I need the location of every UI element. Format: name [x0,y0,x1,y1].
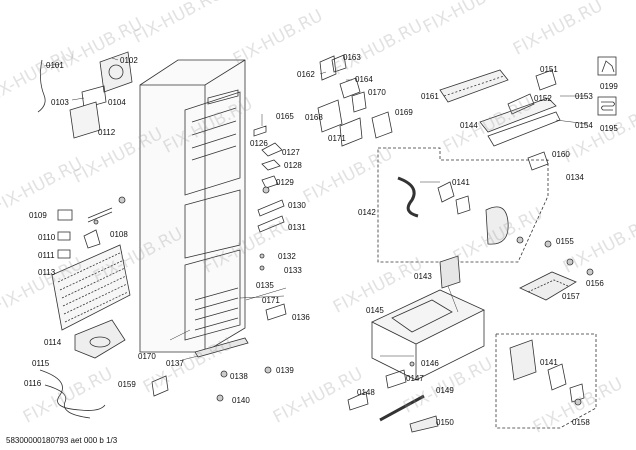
air-duct-group-frame [377,147,549,263]
part-label: 0133 [284,266,302,275]
part-label: 0156 [586,279,604,288]
part-label: 0147 [406,374,424,383]
part-label: 0115 [32,359,50,368]
plinth-strip [194,337,249,358]
part-label: 0142 [358,208,376,217]
part-label: 0160 [552,150,570,159]
part-label: 0134 [566,173,584,182]
part-label: 0141 [540,358,558,367]
part-label: 0157 [562,292,580,301]
control-panel-parts [439,69,561,171]
part-label: 0161 [421,92,439,101]
part-label: 0116 [24,379,42,388]
part-label: 0150 [436,418,454,427]
part-label: 0137 [166,359,184,368]
power-cable [37,59,46,113]
part-label: 0141 [452,178,470,187]
part-label: 0170 [138,352,156,361]
bracket-part [83,229,101,249]
part-label: 0108 [110,230,128,239]
drip-tray [74,319,126,359]
part-label: 0149 [436,386,454,395]
part-label: 0143 [414,272,432,281]
evaporator-cover-tray [371,289,485,381]
part-label: 0170 [368,88,386,97]
part-label: 0102 [120,56,138,65]
part-label: 0158 [572,418,590,427]
part-label: 0129 [276,178,294,187]
fan-motor [69,51,133,139]
part-label: 0146 [421,359,439,368]
book-icon [601,60,615,73]
part-label: 0101 [46,61,64,70]
part-label: 0135 [256,281,274,290]
part-label: 0110 [38,233,56,242]
part-label: 0126 [250,139,268,148]
door-seal-strip [379,394,425,422]
switch-part [57,231,71,241]
part-label: 0152 [534,94,552,103]
part-label: 0103 [51,98,69,107]
part-label: 0112 [98,128,116,137]
part-label: 0127 [282,148,300,157]
part-label: 0162 [297,70,315,79]
part-label: 0130 [288,201,306,210]
part-label: 0131 [288,223,306,232]
part-label: 0159 [118,380,136,389]
part-label: 0168 [305,113,323,122]
leader-lines [43,57,589,361]
door-hinge-parts [317,54,393,147]
part-label: 0109 [29,211,47,220]
label-plate [439,255,461,289]
wiring-harness [39,369,106,419]
sensor-housing [509,339,537,381]
part-label: 0148 [357,388,375,397]
air-duct [397,176,419,218]
part-label: 0111 [38,251,55,260]
lamp-part [57,249,71,259]
manual-icon-box [597,56,617,76]
part-label: 0132 [278,252,296,261]
part-label: 0199 [600,82,618,91]
thermostat-part [57,209,73,221]
part-label: 0128 [284,161,302,170]
part-label: 0154 [575,121,593,130]
part-label: 0144 [460,121,478,130]
part-label: 0171 [262,296,280,305]
crisper-shelf [519,271,577,301]
part-label: 0114 [44,338,62,347]
part-label: 0165 [276,112,294,121]
part-label: 0171 [328,134,346,143]
part-label: 0163 [343,53,361,62]
part-label: 0145 [366,306,384,315]
part-label: 0140 [232,396,250,405]
part-label: 0151 [540,65,558,74]
document-reference: 58300000180793 aet 000 b 1/3 [6,436,118,445]
part-label: 0153 [575,92,593,101]
part-label: 0138 [230,372,248,381]
evaporator-coil [51,244,131,331]
part-label: 0136 [292,313,310,322]
fridge-cabinet [139,59,246,353]
part-label: 0169 [395,108,413,117]
screws [93,186,594,406]
part-label: 0139 [276,366,294,375]
part-label: 0195 [600,124,618,133]
part-label: 0104 [108,98,126,107]
spring-icon [601,101,615,111]
spring-icon-box [597,96,617,116]
part-label: 0113 [38,268,56,277]
part-label: 0164 [355,75,373,84]
part-label: 0155 [556,237,574,246]
shelf-part [253,125,267,137]
